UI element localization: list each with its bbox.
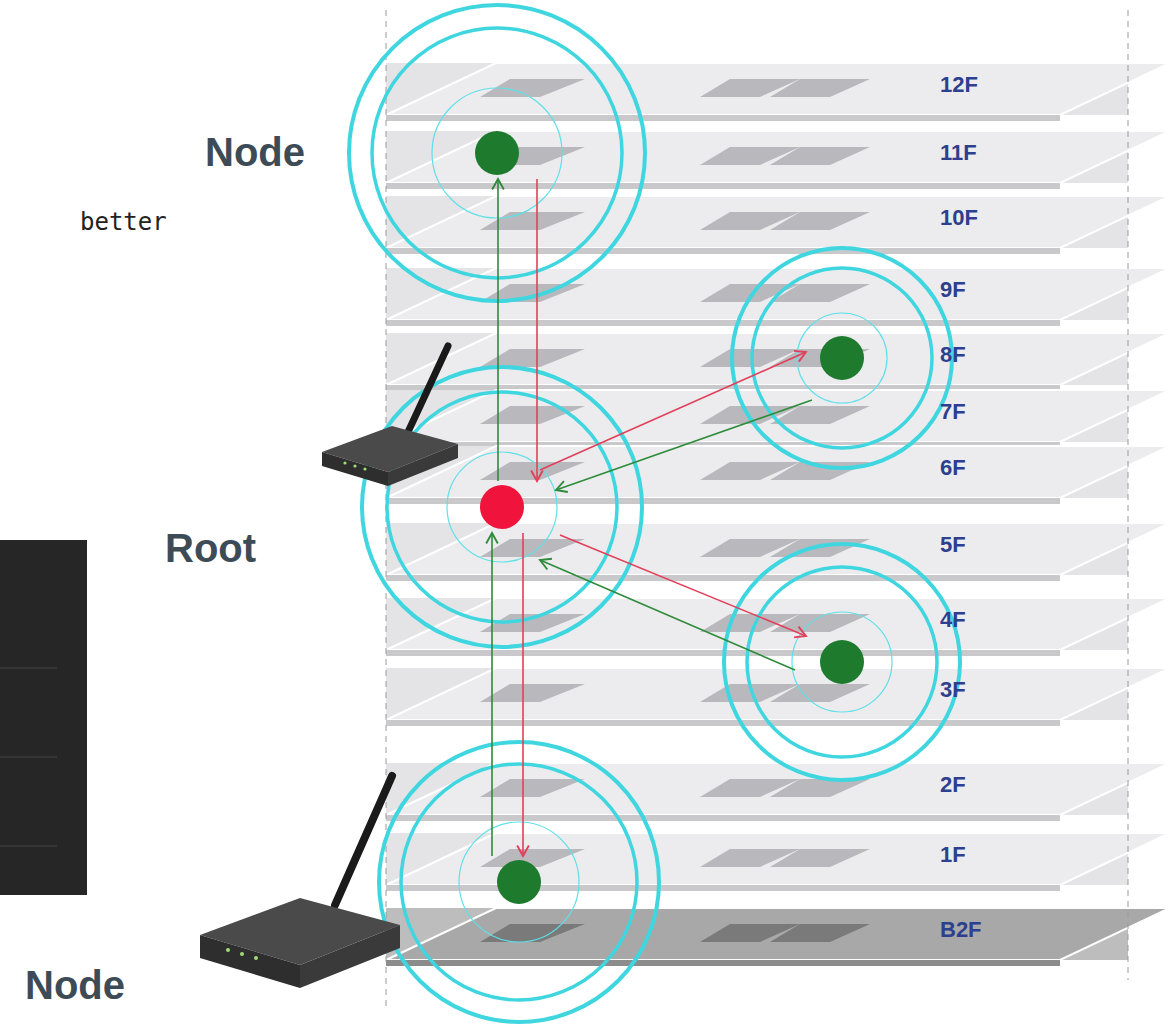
building-edges [386,10,1128,1010]
mesh-node-dot [820,336,864,380]
signal-rings [349,5,960,1022]
router-device [322,346,458,486]
floor-label: 10F [940,207,978,229]
floor-slab [386,63,1170,121]
floor-label: 5F [940,534,966,556]
floor-slab [386,763,1170,821]
floor-slab [386,908,1170,966]
floor-label: 12F [940,74,978,96]
mesh-link [497,179,499,481]
floor-label: 11F [940,142,977,164]
floor-label: 1F [940,844,966,866]
node-label: Node [25,965,125,1005]
floor-slab [386,333,1170,391]
floor-label: 7F [940,401,966,423]
node-label: Node [205,132,305,172]
node-label: Root [165,528,256,568]
mesh-link [522,533,524,856]
mesh-link [491,533,493,856]
mesh-node: Node [497,860,541,904]
building-floors [386,63,1170,966]
mesh-node: Node [475,131,519,175]
root-node: Root [480,485,524,529]
mesh-link [536,179,538,481]
router-device [200,776,400,988]
floor-label: 3F [940,679,966,701]
floor-slab [386,196,1170,254]
floor-label: B2F [940,919,982,941]
floor-slab [386,523,1170,581]
mesh-node-dot [820,640,864,684]
floor-label: 6F [940,457,966,479]
floor-slab [386,668,1170,726]
floor-label: 8F [940,344,966,366]
floor-label: 2F [940,774,966,796]
floor-label: 4F [940,609,966,631]
floor-label: 9F [940,279,966,301]
mesh-link [540,352,812,670]
floor-slab [386,131,1170,189]
side-panel [0,540,87,895]
note-text: better [80,210,167,234]
